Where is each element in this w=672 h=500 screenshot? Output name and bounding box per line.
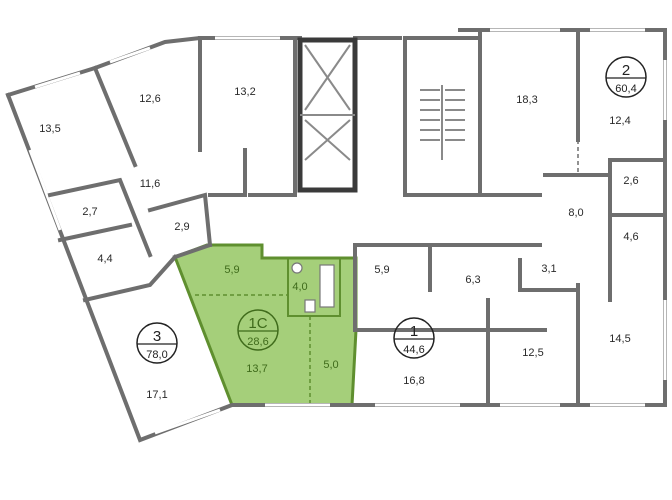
room-area: 5,9	[374, 264, 389, 276]
room-area: 13,5	[39, 123, 60, 135]
room-area: 13,7	[246, 363, 267, 375]
room-area: 8,0	[568, 207, 583, 219]
room-area: 4,6	[623, 231, 638, 243]
stairs-icon	[420, 85, 465, 160]
unit-badge-2[interactable]: 2 60,4	[605, 56, 647, 98]
room-area: 2,7	[82, 206, 97, 218]
room-area: 17,1	[146, 389, 167, 401]
walls	[5, 28, 667, 443]
room-area: 12,4	[609, 115, 630, 127]
unit-area: 60,4	[615, 83, 636, 95]
unit-area: 28,6	[247, 336, 268, 348]
room-area: 5,0	[323, 359, 338, 371]
room-area: 5,9	[224, 264, 239, 276]
unit-area: 44,6	[403, 344, 424, 356]
unit-badge-1[interactable]: 1 44,6	[393, 317, 435, 359]
sink-icon	[291, 262, 303, 274]
unit-number: 1С	[248, 315, 267, 332]
room-area: 4,0	[292, 281, 307, 293]
toilet-icon	[304, 299, 316, 313]
room-area: 3,1	[541, 263, 556, 275]
unit-badge-1c[interactable]: 1С 28,6	[237, 309, 279, 351]
room-area: 12,5	[522, 347, 543, 359]
room-area: 4,4	[97, 253, 112, 265]
bathtub-icon	[319, 264, 335, 308]
room-area: 2,9	[174, 221, 189, 233]
unit-number: 2	[622, 62, 630, 79]
room-area: 14,5	[609, 333, 630, 345]
unit-number: 1	[410, 323, 418, 340]
unit-area: 78,0	[146, 349, 167, 361]
room-area: 6,3	[465, 274, 480, 286]
unit-badge-3[interactable]: 3 78,0	[136, 322, 178, 364]
room-area: 18,3	[516, 94, 537, 106]
room-area: 13,2	[234, 86, 255, 98]
room-area: 16,8	[403, 375, 424, 387]
room-area: 11,6	[140, 178, 161, 190]
room-area: 2,6	[623, 175, 638, 187]
unit-number: 3	[153, 328, 161, 345]
room-area: 12,6	[139, 93, 160, 105]
